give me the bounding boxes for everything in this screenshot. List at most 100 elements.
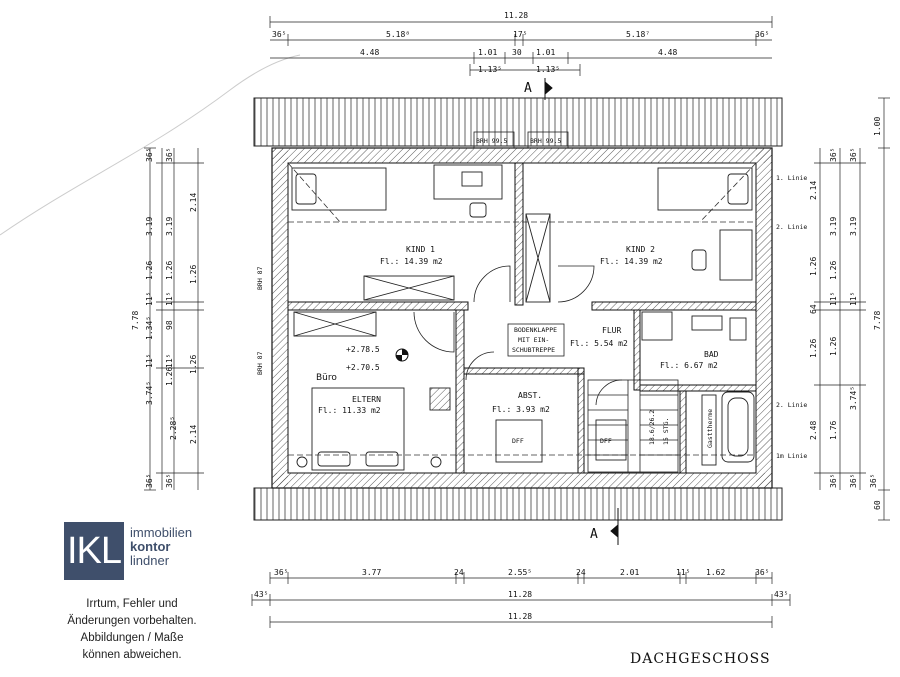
- section-marker-top: A: [524, 81, 532, 96]
- room-area-kind1: Fl.: 14.39 m2: [380, 257, 443, 266]
- left-dim-b3: 1.26: [165, 261, 174, 280]
- right-total-dim: 7.78: [873, 311, 882, 330]
- linie-label-2: 2. Linie: [776, 223, 807, 231]
- logo-mark: IKL: [64, 522, 124, 580]
- right-dim-c4: 3.74⁵: [849, 386, 858, 410]
- right-dim-a2: 1.26: [809, 257, 818, 276]
- logo-line-2: kontor: [130, 539, 171, 554]
- top-dim-1: 36⁵: [272, 30, 286, 39]
- door-swings: [413, 265, 623, 406]
- right-dim-a4: 1.26: [809, 339, 818, 358]
- disclaimer-line-1: Irrtum, Fehler und: [86, 598, 178, 610]
- room-area-eltern: Fl.: 11.33 m2: [318, 406, 381, 415]
- right-dim-a5: 2.48: [809, 421, 818, 440]
- torn-edge: [0, 54, 301, 236]
- left-total-dim: 7.78: [131, 311, 140, 330]
- left-dim-a3: 1.26: [145, 261, 154, 280]
- left-dim-b2: 3.19: [165, 217, 174, 236]
- bottom-dim-11: 11.28: [508, 590, 532, 599]
- left-dim-a6: 11⁵: [145, 354, 154, 368]
- right-dim-b5: 1.26: [829, 337, 838, 356]
- disclaimer-line-4: können abweichen.: [82, 649, 182, 661]
- right-dimension-lines: [814, 97, 890, 521]
- left-dim-a9: 36⁵: [145, 474, 154, 488]
- roof-overhang-bottom: [253, 487, 783, 521]
- top-dim-12: 1.13⁵: [536, 65, 560, 74]
- top-total-dim: 11.28: [504, 11, 528, 20]
- top-dim-3: 17⁵: [513, 30, 527, 39]
- left-dimension-lines: [144, 147, 204, 491]
- bodenklappe-line2: MIT EIN-: [518, 336, 549, 344]
- buero-label: Büro: [316, 373, 337, 383]
- section-markers: [544, 78, 619, 545]
- right-dim-a1: 2.14: [809, 181, 818, 200]
- bottom-dim-9: 36⁵: [755, 568, 769, 577]
- room-name-kind1: KIND 1: [406, 245, 435, 254]
- top-dim-6: 4.48: [360, 48, 379, 57]
- top-dim-8: 30: [512, 48, 522, 57]
- brh-label-4: BRH 87: [256, 351, 264, 375]
- logo-wordmark: immobilien kontor lindner: [130, 526, 192, 568]
- company-logo-card: IKL immobilien kontor lindner Irrtum, Fe…: [52, 512, 212, 670]
- logo-line-1: immobilien: [130, 525, 193, 540]
- left-dim-a7: 3.74⁵: [145, 381, 154, 405]
- room-name-flur: FLUR: [602, 326, 621, 335]
- disclaimer-line-2: Änderungen vorbehalten.: [67, 615, 197, 627]
- right-dim-c3: 11⁵: [849, 292, 858, 306]
- right-dim-b6: 1.76: [829, 421, 838, 440]
- left-dim-a5: 1.34⁵: [145, 316, 154, 340]
- room-area-bad: Fl.: 6.67 m2: [660, 361, 718, 370]
- left-dim-a1: 36⁵: [145, 148, 154, 162]
- right-dim-b3: 1.26: [829, 261, 838, 280]
- left-dim-b7: 1.26: [165, 367, 174, 386]
- bottom-dimension-lines: [251, 572, 791, 628]
- dff-label-1: DFF: [512, 437, 524, 445]
- room-name-bad: BAD: [704, 350, 719, 359]
- top-dim-4: 5.18⁷: [626, 30, 650, 39]
- stair-steps: 15 STG.: [662, 418, 670, 445]
- windows: [473, 131, 569, 149]
- left-dim-c4: 2.14: [189, 425, 198, 444]
- brh-label-3: BRH 87: [256, 266, 264, 290]
- right-dim-a3: 64: [809, 304, 818, 314]
- right-dim-c2: 3.19: [849, 217, 858, 236]
- bodenklappe-box: [507, 323, 565, 357]
- right-dim-c1: 36⁵: [849, 148, 858, 162]
- left-dim-b8: 36⁵: [165, 474, 174, 488]
- left-dim-b4: 11⁵: [165, 292, 174, 306]
- left-dim-c2: 1.26: [189, 265, 198, 284]
- top-dim-11: 1.13⁵: [478, 65, 502, 74]
- level-marker: [395, 348, 409, 362]
- top-dim-7: 1.01: [478, 48, 497, 57]
- top-dim-2: 5.18⁸: [386, 30, 410, 39]
- logo-line-3: lindner: [130, 553, 170, 568]
- disclaimer-line-3: Abbildungen / Maße: [80, 632, 184, 644]
- disclaimer-text: Irrtum, Fehler und Änderungen vorbehalte…: [52, 596, 212, 664]
- bottom-dim-6: 2.01: [620, 568, 639, 577]
- interior-walls: [287, 162, 757, 474]
- room-name-eltern: ELTERN: [352, 395, 381, 404]
- left-dim-a8: 2.28⁵: [169, 416, 178, 440]
- left-dim-c1: 2.14: [189, 193, 198, 212]
- top-dim-5: 36⁵: [755, 30, 769, 39]
- room-area-abst: Fl.: 3.93 m2: [492, 405, 550, 414]
- floor-title: DACHGESCHOSS: [630, 651, 771, 667]
- left-dim-b6: 11⁵: [165, 354, 174, 368]
- linie-label-1: 1. Linie: [776, 174, 807, 182]
- bottom-dim-1: 36⁵: [274, 568, 288, 577]
- furniture: [291, 164, 755, 471]
- right-dim-a6: 36⁵: [829, 474, 838, 488]
- bottom-dim-4: 2.55⁵: [508, 568, 532, 577]
- linie-label-3: 2. Linie: [776, 401, 807, 409]
- bottom-dim-3: 24: [454, 568, 464, 577]
- linie-label-4: 1m Linie: [776, 452, 807, 460]
- left-dim-b1: 36⁵: [165, 148, 174, 162]
- left-dim-c3: 1.26: [189, 355, 198, 374]
- top-dimension-lines: [269, 16, 773, 76]
- brh-label-2: BRH 99.5: [530, 137, 561, 145]
- gastherme-label: Gasttherme: [706, 409, 714, 448]
- room-area-flur: Fl.: 5.54 m2: [570, 339, 628, 348]
- elevation-2: +2.70.5: [346, 363, 380, 372]
